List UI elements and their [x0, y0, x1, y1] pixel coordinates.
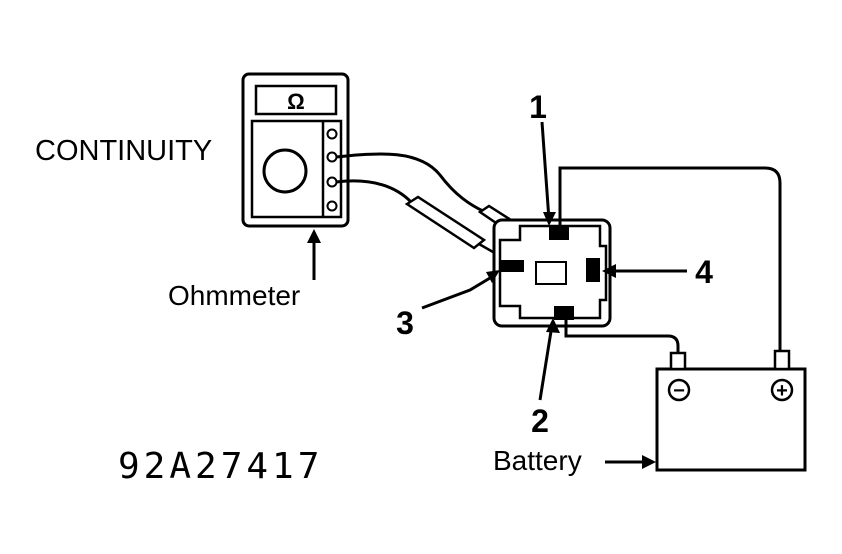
probe-lower — [404, 195, 501, 258]
ohm-symbol: Ω — [287, 89, 305, 114]
relay-terminal-1 — [549, 226, 569, 240]
arrow-4-icon — [602, 264, 616, 278]
battery-post-negative — [669, 351, 687, 371]
terminal-label-3: 3 — [396, 305, 414, 341]
terminal-label-1: 1 — [529, 89, 547, 125]
minus-sign: − — [673, 380, 685, 402]
relay-terminal-2 — [554, 306, 574, 320]
ohmmeter-jack-3 — [326, 176, 338, 188]
battery-post-positive — [773, 349, 791, 371]
minus-icon — [667, 378, 691, 402]
ohmmeter-dial-icon — [262, 148, 308, 194]
arrow-1-icon — [543, 212, 556, 226]
wire-terminal2-to-negative — [564, 318, 680, 357]
terminal-label-2: 2 — [531, 403, 549, 439]
ohmmeter-jack-1 — [326, 128, 338, 140]
battery-label: Battery — [493, 445, 582, 476]
leader-3 — [421, 273, 496, 310]
ohmmeter: Ω — [241, 72, 350, 228]
relay-terminal-3 — [500, 260, 524, 272]
battery: − + — [655, 349, 807, 472]
arrow-2-icon — [546, 318, 560, 333]
relay-terminal-4 — [586, 258, 600, 282]
wire-terminal1-to-positive — [558, 166, 782, 355]
arrow-3-icon — [486, 270, 500, 283]
battery-wires — [558, 166, 782, 357]
plus-sign: + — [776, 380, 788, 402]
test-leads — [335, 152, 486, 214]
leader-2 — [538, 324, 554, 401]
relay-center — [535, 261, 567, 285]
ohmmeter-jack-2 — [326, 151, 338, 163]
continuity-label: CONTINUITY — [35, 135, 212, 167]
test-lead-lower — [335, 179, 414, 205]
plus-icon — [770, 378, 794, 402]
leader-1 — [540, 121, 551, 221]
ohmmeter-display — [254, 84, 338, 116]
figure-code: 92A27417 — [118, 446, 323, 487]
ohmmeter-jack-4 — [326, 200, 338, 212]
test-lead-upper — [335, 152, 486, 214]
terminal-label-4: 4 — [695, 254, 713, 290]
arrowheads — [307, 212, 656, 469]
arrow-battery-icon — [642, 455, 656, 469]
relay — [492, 218, 612, 328]
callout-lines — [312, 121, 687, 464]
arrow-ohmmeter-icon — [307, 229, 321, 243]
ohmmeter-label: Ohmmeter — [168, 280, 300, 311]
